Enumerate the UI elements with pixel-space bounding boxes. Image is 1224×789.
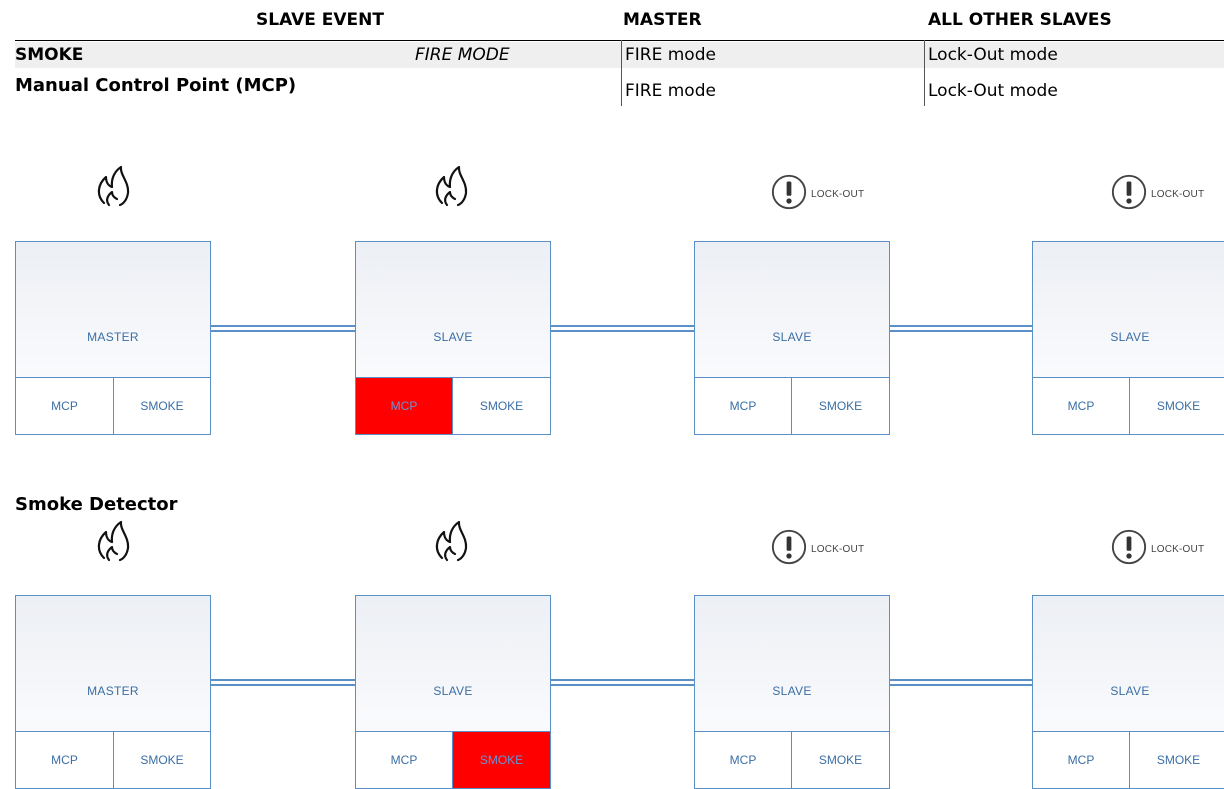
connection-line: [211, 679, 355, 686]
fire-icon: [93, 165, 133, 209]
panel-label: SLAVE: [772, 684, 812, 698]
exclamation-icon: [770, 173, 808, 216]
smoke-cell: SMOKE: [791, 731, 890, 789]
panel-label: SLAVE: [1110, 684, 1150, 698]
lockout-status: LOCK-OUT: [770, 529, 864, 569]
table-top-rule: [15, 40, 1224, 41]
header-master: MASTER: [623, 10, 702, 30]
cell-others-mcp: Lock-Out mode: [928, 81, 1058, 101]
connection-line: [211, 325, 355, 332]
mcp-cell: MCP: [1032, 377, 1130, 435]
exclamation-icon: [1110, 173, 1148, 216]
panel-label: SLAVE: [1110, 330, 1150, 344]
cell-event-mcp: Manual Control Point (MCP): [15, 75, 297, 96]
lockout-label: LOCK-OUT: [1151, 543, 1205, 555]
exclamation-icon: [770, 528, 808, 571]
mcp-cell: MCP: [15, 377, 114, 435]
smoke-cell: SMOKE: [1129, 731, 1224, 789]
fire-icon: [93, 520, 133, 564]
header-slave-event: SLAVE EVENT: [256, 10, 384, 30]
lockout-status: LOCK-OUT: [770, 174, 864, 214]
connection-line: [890, 325, 1032, 332]
lockout-status: LOCK-OUT: [1110, 174, 1204, 214]
fire-icon: [431, 165, 471, 209]
smoke-cell: SMOKE: [113, 731, 211, 789]
smoke-cell: SMOKE: [452, 731, 551, 789]
connection-line: [890, 679, 1032, 686]
table-row-smoke: SMOKE FIRE MODE FIRE mode Lock-Out mode: [15, 42, 1224, 68]
smoke-cell: SMOKE: [1129, 377, 1224, 435]
smoke-detector-title: Smoke Detector: [15, 494, 178, 515]
panel-label: MASTER: [87, 330, 139, 344]
exclamation-icon: [1110, 528, 1148, 571]
panel-label: MASTER: [87, 684, 139, 698]
panel-label: SLAVE: [433, 330, 473, 344]
smoke-cell: SMOKE: [452, 377, 551, 435]
smoke-cell: SMOKE: [113, 377, 211, 435]
table-row-mcp: FIRE mode Lock-Out mode: [15, 77, 1224, 103]
lockout-label: LOCK-OUT: [1151, 188, 1205, 200]
cell-others-smoke: Lock-Out mode: [928, 45, 1058, 65]
panel-label: SLAVE: [772, 330, 812, 344]
table-divider-2: [924, 40, 925, 106]
cell-mode-smoke: FIRE MODE: [415, 45, 510, 65]
mcp-cell: MCP: [15, 731, 114, 789]
lockout-label: LOCK-OUT: [811, 188, 865, 200]
mcp-cell: MCP: [694, 377, 792, 435]
mcp-cell: MCP: [694, 731, 792, 789]
cell-master-mcp: FIRE mode: [625, 81, 716, 101]
table-divider-1: [621, 40, 622, 106]
mcp-cell: MCP: [355, 377, 453, 435]
mcp-cell: MCP: [355, 731, 453, 789]
cell-master-smoke: FIRE mode: [625, 45, 716, 65]
panel-label: SLAVE: [433, 684, 473, 698]
header-all-other-slaves: ALL OTHER SLAVES: [928, 10, 1112, 30]
lockout-status: LOCK-OUT: [1110, 529, 1204, 569]
mcp-cell: MCP: [1032, 731, 1130, 789]
fire-icon: [431, 520, 471, 564]
cell-event-smoke: SMOKE: [15, 45, 84, 65]
lockout-label: LOCK-OUT: [811, 543, 865, 555]
connection-line: [551, 325, 694, 332]
smoke-cell: SMOKE: [791, 377, 890, 435]
connection-line: [551, 679, 694, 686]
